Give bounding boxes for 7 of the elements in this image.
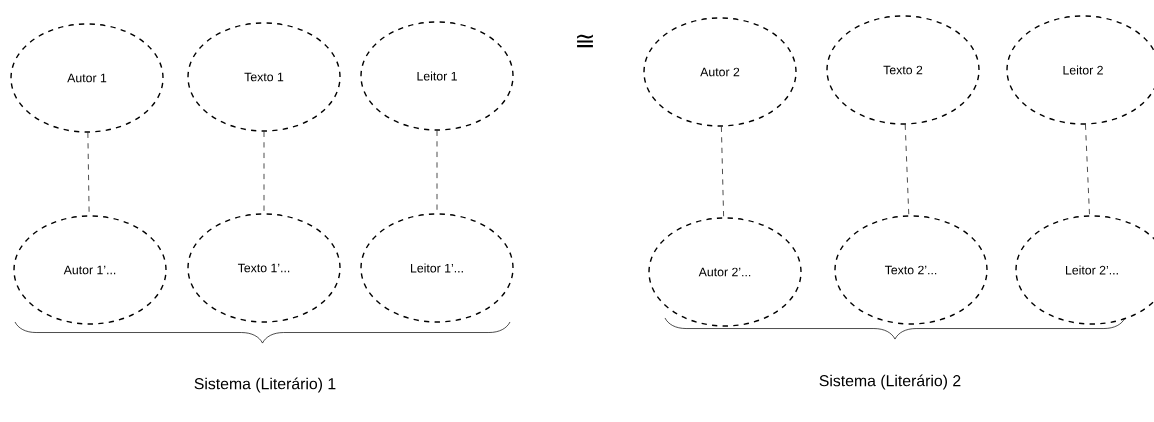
system-label: Sistema (Literário) 2 <box>819 374 961 390</box>
congruence-sign: ≅ <box>577 34 593 48</box>
connector-line <box>904 124 910 216</box>
connector-line <box>1085 124 1090 216</box>
system-label: Sistema (Literário) 1 <box>194 377 336 393</box>
connector-line <box>263 131 265 214</box>
connector-line <box>721 126 724 218</box>
